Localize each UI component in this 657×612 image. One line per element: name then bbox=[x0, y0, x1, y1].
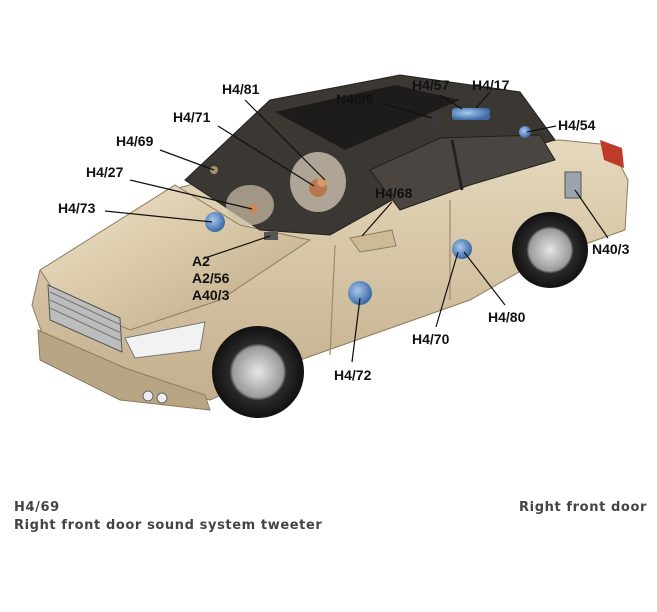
label-h4-27: H4/27 bbox=[86, 164, 124, 180]
speaker-h4-72 bbox=[348, 281, 372, 305]
sunroof bbox=[275, 85, 460, 150]
front-wheel bbox=[212, 326, 304, 418]
speaker-h4-73 bbox=[205, 212, 225, 232]
speaker-h4-57-h4-17 bbox=[452, 108, 490, 120]
label-h4-73: H4/73 bbox=[58, 200, 96, 216]
module-a2 bbox=[264, 232, 278, 240]
front-grille bbox=[47, 284, 123, 353]
speaker-h4-80 bbox=[452, 239, 472, 259]
component-markers bbox=[205, 108, 582, 305]
callout-labels: H4/81 H4/71 H4/69 H4/27 H4/73 N40/9 H4/5… bbox=[58, 77, 630, 383]
label-n40-9: N40/9 bbox=[336, 91, 374, 107]
module-n40-9 bbox=[430, 113, 440, 127]
label-h4-57: H4/57 bbox=[412, 77, 450, 93]
side-mirror bbox=[349, 229, 397, 253]
headlight bbox=[124, 321, 206, 359]
leader-lines bbox=[104, 91, 609, 363]
label-h4-69: H4/69 bbox=[116, 133, 154, 149]
rear-wheel bbox=[512, 212, 588, 288]
label-h4-81: H4/81 bbox=[222, 81, 260, 97]
side-window bbox=[369, 134, 556, 211]
label-a40-3: A40/3 bbox=[192, 287, 230, 303]
label-h4-54: H4/54 bbox=[558, 117, 596, 133]
label-n40-3: N40/3 bbox=[592, 241, 630, 257]
caption-location: Right front door bbox=[519, 500, 647, 515]
label-h4-70: H4/70 bbox=[412, 331, 450, 347]
car-component-diagram: H4/81 H4/71 H4/69 H4/27 H4/73 N40/9 H4/5… bbox=[31, 74, 630, 418]
car-illustration bbox=[31, 74, 629, 418]
label-h4-68: H4/68 bbox=[375, 185, 413, 201]
speaker-h4-27 bbox=[248, 204, 258, 214]
label-h4-80: H4/80 bbox=[488, 309, 526, 325]
label-h4-17: H4/17 bbox=[472, 77, 510, 93]
label-a2: A2 bbox=[192, 253, 210, 269]
speaker-h4-81 bbox=[317, 177, 327, 187]
label-h4-71: H4/71 bbox=[173, 109, 211, 125]
caption-code: H4/69 bbox=[14, 500, 60, 515]
label-a2-56: A2/56 bbox=[192, 270, 230, 286]
label-h4-72: H4/72 bbox=[334, 367, 372, 383]
module-n40-3 bbox=[564, 171, 582, 199]
caption-description: Right front door sound system tweeter bbox=[14, 518, 323, 533]
speaker-h4-54 bbox=[519, 126, 531, 138]
